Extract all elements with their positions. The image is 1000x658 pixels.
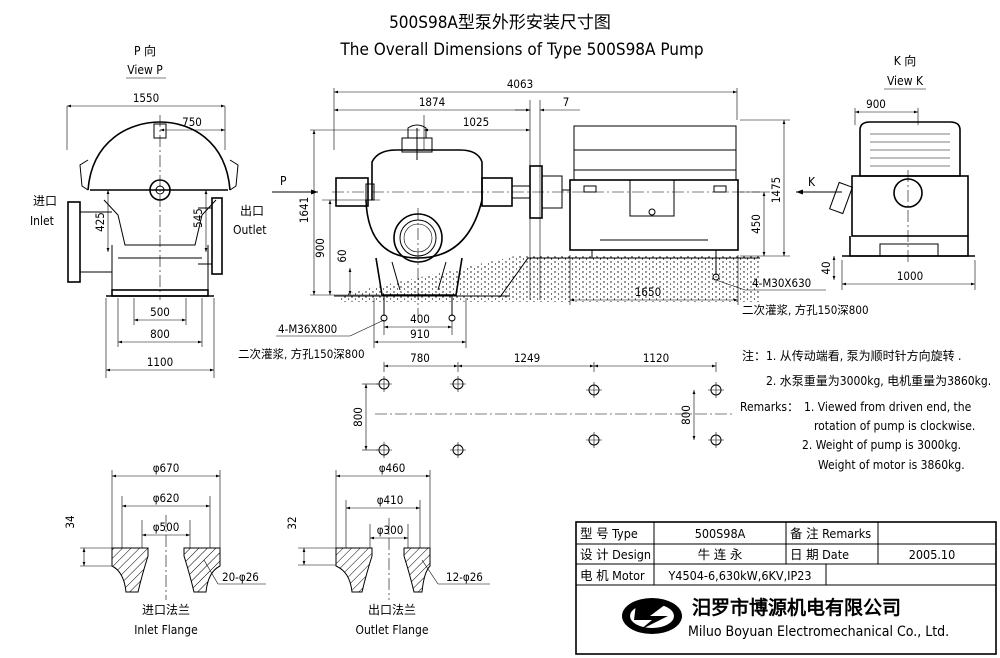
dim-545: 545 xyxy=(191,208,205,228)
dim-780: 780 xyxy=(410,351,430,365)
outlet-d2: φ410 xyxy=(377,493,404,507)
notes: 注： 1. 从传动端看, 泵为顺时针方向旋转 . 2. 水泵重量为3000kg,… xyxy=(740,348,991,472)
dim-40: 40 xyxy=(819,261,833,274)
dim-7: 7 xyxy=(563,95,570,109)
inlet-d1: φ670 xyxy=(153,461,180,475)
title-cn: 500S98A型泵外形安装尺寸图 xyxy=(389,13,611,33)
view-k-label-cn: K 向 xyxy=(894,53,917,68)
tb-date-value: 2005.10 xyxy=(909,547,956,562)
inlet-flange: φ670 φ620 φ500 34 20-φ26 进口法兰 Inlet Flan… xyxy=(63,461,266,637)
motor-bolt-label: 4-M30X630 xyxy=(752,276,811,290)
notes-cn-prefix: 注： xyxy=(742,348,766,363)
notes-cn-line1: 1. 从传动端看, 泵为顺时针方向旋转 . xyxy=(766,348,961,363)
title-block: 型 号 Type 500S98A 备 注 Remarks 设 计 Design … xyxy=(575,521,997,655)
dim-800-left: 800 xyxy=(351,407,365,427)
dim-500: 500 xyxy=(150,305,170,319)
tb-motor-value: Y4504-6,630kW,6KV,IP23 xyxy=(667,568,811,583)
tb-motor-label: 电 机 Motor xyxy=(580,568,645,583)
dim-400: 400 xyxy=(410,312,430,326)
tb-type-label: 型 号 Type xyxy=(580,526,638,541)
dim-1475: 1475 xyxy=(769,177,783,203)
pump-bolt-label: 4-M36X800 xyxy=(278,322,337,336)
view-p-label-cn: P 向 xyxy=(134,43,156,58)
dim-910: 910 xyxy=(410,327,430,341)
dim-425: 425 xyxy=(93,212,107,232)
view-p-label-en: View P xyxy=(127,63,163,77)
dim-800-right: 800 xyxy=(679,405,693,425)
tb-design-value: 牛 连 永 xyxy=(698,547,743,562)
outlet-thick: 32 xyxy=(285,516,299,529)
dim-450: 450 xyxy=(749,214,763,234)
dim-800-p: 800 xyxy=(150,327,170,341)
company-logo-icon xyxy=(622,598,682,634)
outlet-d1: φ460 xyxy=(379,461,406,475)
outlet-flange-cn: 出口法兰 xyxy=(368,603,416,617)
foundation-hole xyxy=(376,376,724,458)
dim-60: 60 xyxy=(335,249,349,262)
dim-4063: 4063 xyxy=(507,77,533,91)
motor-grout-label: 二次灌浆, 方孔150深800 xyxy=(742,303,869,317)
outlet-label-en: Outlet xyxy=(233,223,266,237)
notes-en-line1b: rotation of pump is clockwise. xyxy=(814,419,975,433)
outlet-label-cn: 出口 xyxy=(240,204,264,218)
tb-type-value: 500S98A xyxy=(695,526,746,541)
dim-1641: 1641 xyxy=(297,197,311,223)
inlet-flange-en: Inlet Flange xyxy=(134,623,198,637)
dim-1650: 1650 xyxy=(635,285,661,299)
company-name-cn: 汨罗市博源机电有限公司 xyxy=(692,596,901,619)
outlet-holes: 12-φ26 xyxy=(446,570,483,584)
inlet-holes: 20-φ26 xyxy=(222,570,259,584)
outlet-d3: φ300 xyxy=(377,523,404,537)
outlet-flange: φ460 φ410 φ300 32 12-φ26 出口法兰 Outlet Fla… xyxy=(285,461,490,637)
front-view: P 4063 1874 7 1025 1641 900 60 xyxy=(238,77,869,361)
notes-cn-line2: 2. 水泵重量为3000kg, 电机重量为3860kg. xyxy=(766,374,991,388)
dim-1874: 1874 xyxy=(419,95,445,109)
tb-date-label: 日 期 Date xyxy=(790,547,849,562)
view-p: P 向 View P 1550 750 425 xyxy=(30,43,266,378)
dim-900-k: 900 xyxy=(866,97,886,111)
foundation-plan: 780 1249 1120 800 800 xyxy=(351,351,735,458)
inlet-label-en: Inlet xyxy=(30,214,54,228)
notes-en-line1a: 1. Viewed from driven end, the xyxy=(804,400,972,414)
pump-grout-label: 二次灌浆, 方孔150深800 xyxy=(238,347,365,361)
dim-750: 750 xyxy=(182,115,202,129)
p-arrow-label: P xyxy=(280,174,287,188)
title-en: The Overall Dimensions of Type 500S98A P… xyxy=(339,40,703,60)
dim-1550: 1550 xyxy=(133,91,159,105)
dim-1249: 1249 xyxy=(514,351,540,365)
tb-design-label: 设 计 Design xyxy=(580,547,651,562)
company-name-en: Miluo Boyuan Electromechanical Co., Ltd. xyxy=(688,624,949,640)
dim-1000: 1000 xyxy=(897,269,923,283)
inlet-label-cn: 进口 xyxy=(33,194,57,208)
view-k-label-en: View K xyxy=(887,74,924,88)
inlet-d2: φ620 xyxy=(153,491,180,505)
view-k: K 向 View K K 900 1000 40 xyxy=(796,53,976,290)
notes-en-prefix: Remarks： xyxy=(740,400,799,414)
outlet-flange-en: Outlet Flange xyxy=(355,623,428,637)
dim-1025: 1025 xyxy=(463,115,489,129)
dim-900-front: 900 xyxy=(313,238,327,258)
tb-remarks-label: 备 注 Remarks xyxy=(790,526,871,541)
dim-1100: 1100 xyxy=(147,355,173,369)
notes-en-line2a: 2. Weight of pump is 3000kg. xyxy=(802,438,961,452)
inlet-thick: 34 xyxy=(63,515,77,528)
k-arrow-label: K xyxy=(808,175,816,189)
inlet-flange-cn: 进口法兰 xyxy=(142,603,190,617)
notes-en-line2b: Weight of motor is 3860kg. xyxy=(818,458,965,472)
dim-1120: 1120 xyxy=(643,351,669,365)
